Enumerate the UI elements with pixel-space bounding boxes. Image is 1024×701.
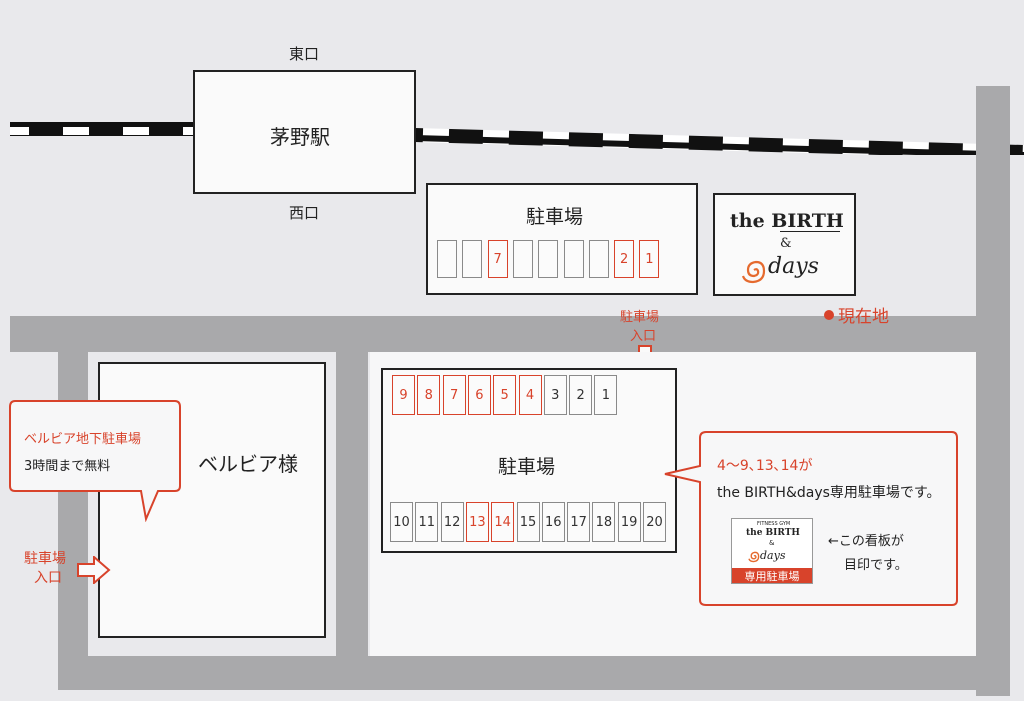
- main-parking-top-stall: 8: [417, 375, 441, 415]
- main-parking-top-stall: 1: [594, 375, 618, 415]
- main-parking-top-stall: 9: [392, 375, 415, 415]
- sign-brand-text: the BIRTH: [746, 528, 800, 538]
- main-parking-bottom-stall: 13: [465, 502, 489, 542]
- bellvia-callout-note: 3時間まで無料: [24, 459, 111, 474]
- current-location-label: 現在地: [838, 307, 889, 327]
- the-birth-days-logo: [713, 193, 856, 296]
- main-parking-bottom-stall: 15: [516, 502, 540, 542]
- main-parking-top-stall: 4: [518, 375, 542, 415]
- road-bottom: [58, 656, 1010, 690]
- main-parking-top-stall: 6: [467, 375, 491, 415]
- main-parking-top-stall: 3: [543, 375, 567, 415]
- railway-line: [10, 122, 1024, 155]
- main-parking-top-stall: 5: [493, 375, 517, 415]
- road-middle-vertical: [336, 346, 368, 676]
- main-parking-bottom-stall: 14: [491, 502, 515, 542]
- top-parking-stall: [588, 240, 609, 278]
- sign-caption-line1: ←この看板が: [828, 534, 904, 549]
- station-building: [193, 70, 416, 194]
- bellvia-name: ベルビア様: [198, 452, 298, 476]
- bellvia-callout-title: ベルビア地下駐車場: [24, 432, 142, 447]
- road-right-vertical: [976, 86, 1010, 696]
- parking-entrance-top-label-2: 入口: [630, 329, 657, 344]
- logo-text-amp: &: [780, 236, 792, 251]
- east-exit-label: 東口: [289, 45, 320, 63]
- spiral-icon: [741, 260, 766, 284]
- main-parking-top-stall: 2: [569, 375, 593, 415]
- sign-days-text: days: [760, 549, 786, 562]
- station-name: 茅野駅: [270, 125, 330, 149]
- top-parking-stall: [563, 240, 584, 278]
- main-parking-title: 駐車場: [498, 456, 556, 478]
- current-location-dot-icon: [824, 310, 834, 320]
- top-parking-stall: [512, 240, 533, 278]
- top-parking-stall: 2: [614, 240, 635, 278]
- top-parking-stall: 1: [639, 240, 660, 278]
- right-arrow-icon: [77, 556, 111, 584]
- bellvia-callout-frame: [9, 400, 181, 522]
- top-parking-stall: [462, 240, 483, 278]
- top-parking-lot: [426, 183, 698, 295]
- main-parking-bottom-stall: 18: [592, 502, 616, 542]
- main-parking-bottom-stall: 19: [617, 502, 641, 542]
- parking-entrance-left-label-2: 入口: [34, 570, 62, 586]
- main-parking-bottom-stall: 12: [440, 502, 464, 542]
- road-horizontal-top: [10, 316, 1010, 352]
- top-parking-stall: [437, 240, 457, 278]
- logo-underline: [780, 231, 840, 232]
- main-parking-bottom-stall: 17: [567, 502, 591, 542]
- info-callout-line2: the BIRTH&days専用駐車場です。: [717, 485, 941, 501]
- main-parking-bottom-stall: 16: [541, 502, 565, 542]
- parking-entrance-top-label-1: 駐車場: [620, 310, 660, 325]
- logo-text-days: days: [768, 254, 819, 279]
- main-parking-bottom-stall: 10: [390, 502, 413, 542]
- top-parking-stall: [538, 240, 559, 278]
- top-parking-title: 駐車場: [526, 206, 584, 228]
- info-callout-line1: 4～9､13､14が: [717, 458, 813, 474]
- top-parking-stall: 7: [487, 240, 508, 278]
- main-parking-top-stall: 7: [442, 375, 466, 415]
- parking-entrance-left-label-1: 駐車場: [24, 551, 66, 567]
- sign-amp-text: &: [769, 539, 775, 547]
- logo-text-the-birth: the BIRTH: [730, 210, 844, 232]
- sign-caption-line2: 目印です。: [844, 558, 908, 573]
- west-exit-label: 西口: [289, 204, 320, 222]
- main-parking-bottom-stall: 20: [643, 502, 666, 542]
- sign-top-text: FITNESS GYM: [757, 521, 791, 527]
- main-parking-bottom-stall: 11: [415, 502, 439, 542]
- sign-badge: 専用駐車場: [732, 568, 812, 583]
- sign-spiral-icon: [748, 551, 760, 563]
